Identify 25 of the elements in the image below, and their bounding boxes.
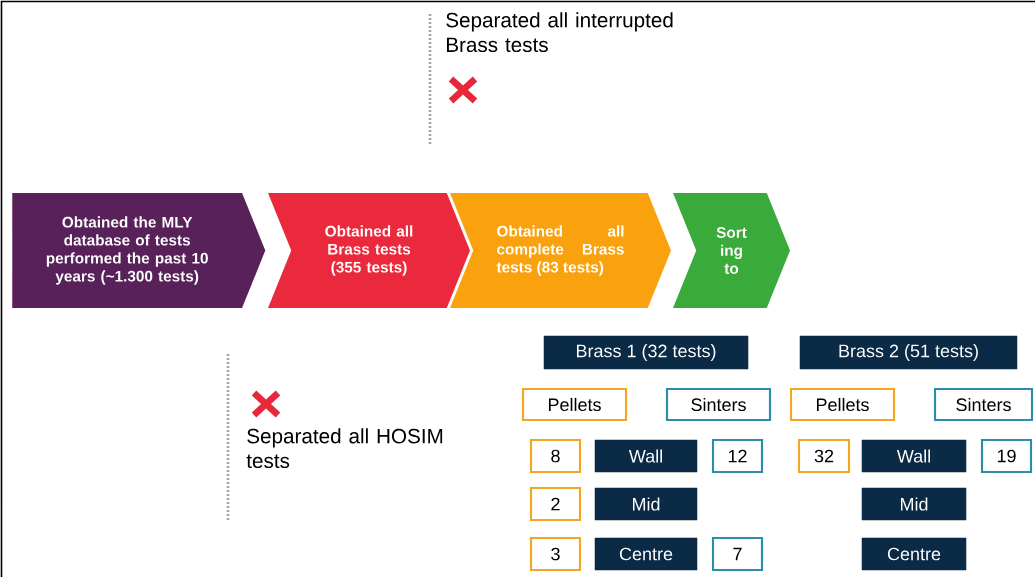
note-text: Separated all interrupted Brass tests <box>446 12 673 53</box>
pellet-box: Pellets <box>789 387 896 422</box>
sinter-box: Sinters <box>665 387 772 422</box>
category-box: Wall <box>861 439 967 473</box>
category-box: Centre <box>861 537 967 571</box>
sinter-box: 19 <box>980 438 1033 474</box>
pellet-box: Pellets <box>521 387 628 422</box>
sinter-box: Sinters <box>933 387 1034 422</box>
category-box: Mid <box>861 487 967 521</box>
step-banner: Obtained all complete Brass tests (83 tests) <box>450 193 671 308</box>
category-box: Wall <box>594 439 698 473</box>
note-text: Separated all HOSIM tests <box>246 428 443 469</box>
category-box: Centre <box>594 537 698 571</box>
sinter-box: 12 <box>711 438 764 474</box>
pellet-box: 2 <box>529 486 582 522</box>
sinter-box: 7 <box>711 536 764 572</box>
step-banner: Sort ing to <box>673 193 790 308</box>
step-banner: Obtained all Brass tests (355 tests) <box>268 193 470 308</box>
group-header-box: Brass 2 (51 tests) <box>799 335 1018 370</box>
step-banner: Obtained the MLY database of tests performed the past 10 years (~1.300 tests) <box>12 193 266 308</box>
pellet-box: 8 <box>529 438 582 474</box>
category-box: Mid <box>594 487 698 521</box>
pellet-box: 32 <box>797 438 851 474</box>
group-header-box: Brass 1 (32 tests) <box>543 335 749 370</box>
pellet-box: 3 <box>529 536 582 572</box>
